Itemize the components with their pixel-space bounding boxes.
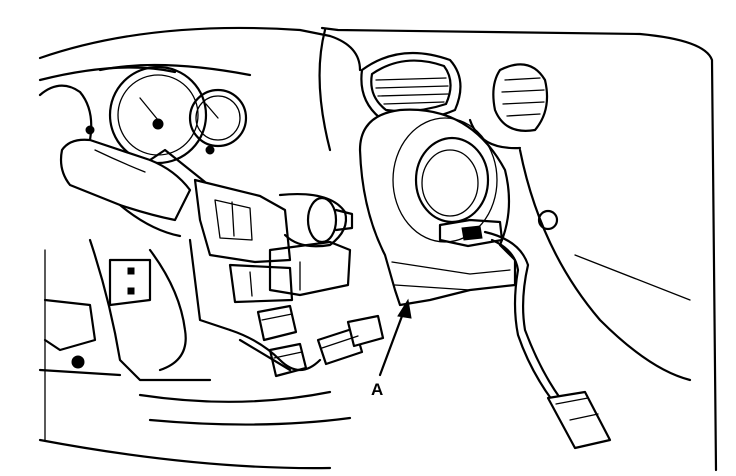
callout-a-leader bbox=[378, 298, 412, 377]
air-vent-left bbox=[360, 51, 462, 122]
air-vent-right bbox=[468, 63, 549, 150]
dashboard-outline bbox=[38, 26, 718, 472]
wire-harness-connectors bbox=[228, 304, 385, 378]
column-bracket bbox=[38, 258, 152, 377]
callout-label-a: A bbox=[371, 380, 384, 399]
cable-reel-harness bbox=[483, 230, 612, 450]
combination-switch-lever bbox=[59, 138, 207, 238]
steering-column-housing bbox=[88, 178, 354, 382]
instrument-cluster bbox=[38, 63, 252, 165]
cable-reel bbox=[358, 108, 559, 307]
